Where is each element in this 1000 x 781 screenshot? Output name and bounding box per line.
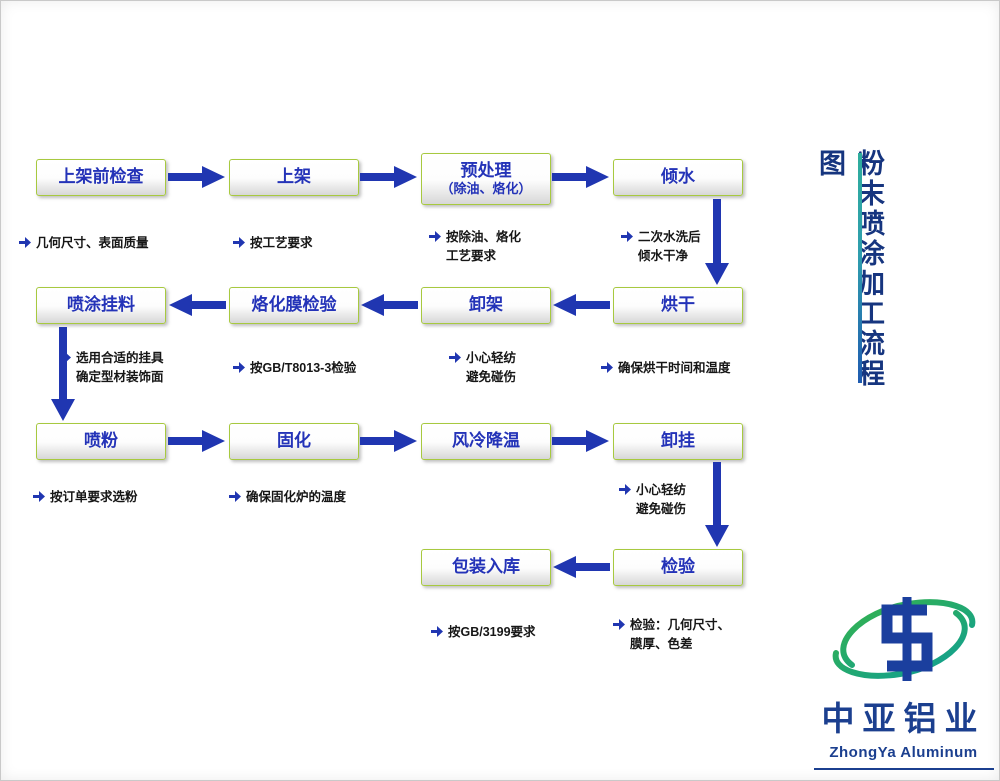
arrow-down-icon <box>705 199 729 285</box>
arrow-right-icon <box>168 430 225 452</box>
arrow-right-icon <box>360 430 417 452</box>
flow-step-unhang: 卸挂 <box>613 423 743 460</box>
note-text: 按工艺要求 <box>250 236 313 250</box>
flow-step-rack-up: 上架 <box>229 159 359 196</box>
note-text: 按除油、烙化 工艺要求 <box>446 230 522 263</box>
note-arrow-icon <box>601 362 613 373</box>
note-powder: 按订单要求选粉 <box>33 488 138 507</box>
flow-step-powder: 喷粉 <box>36 423 166 460</box>
flow-step-label: 固化 <box>277 431 311 451</box>
note-arrow-icon <box>429 231 441 242</box>
flow-step-label: 预处理 <box>460 160 512 180</box>
zhongya-logo-icon <box>832 597 975 681</box>
flow-step-cure: 固化 <box>229 423 359 460</box>
flow-step-label: 检验 <box>661 557 695 577</box>
note-rack-up: 按工艺要求 <box>233 234 313 253</box>
flow-step-air-cool: 风冷降温 <box>421 423 551 460</box>
arrow-right-icon <box>168 166 225 188</box>
note-arrow-icon <box>233 362 245 373</box>
note-text: 确保固化炉的温度 <box>246 490 347 504</box>
note-pretreat: 按除油、烙化 工艺要求 <box>429 228 521 266</box>
note-text: 按GB/T8013-3检验 <box>250 361 357 375</box>
note-text: 小心轻纺 避免碰伤 <box>466 351 517 384</box>
note-inspect: 检验：几何尺寸、 膜厚、色差 <box>613 616 730 654</box>
flow-step-pack: 包装入库 <box>421 549 551 586</box>
flow-step-label: 倾水 <box>661 167 695 187</box>
note-text: 选用合适的挂具 确定型材装饰面 <box>76 351 164 384</box>
note-arrow-icon <box>33 491 45 502</box>
company-logo: 中亚铝业 ZhongYa Aluminum <box>801 591 999 770</box>
flow-step-label: 烘干 <box>661 295 695 315</box>
note-text: 按GB/3199要求 <box>448 625 536 639</box>
page-title: 粉末喷涂加工流程图 <box>815 149 884 389</box>
flow-step-unrack: 卸架 <box>421 287 551 324</box>
note-text: 小心轻纺 避免碰伤 <box>636 483 687 516</box>
note-arrow-icon <box>229 491 241 502</box>
flow-step-hang: 喷涂挂料 <box>36 287 166 324</box>
arrow-left-icon <box>361 294 418 316</box>
note-text: 按订单要求选粉 <box>50 490 138 504</box>
arrow-right-icon <box>552 166 609 188</box>
arrow-down-icon <box>51 327 75 421</box>
note-arrow-icon <box>619 484 631 495</box>
flow-step-label: 上架前检查 <box>58 167 144 187</box>
flow-step-label: 喷粉 <box>84 431 118 451</box>
note-arrow-icon <box>431 626 443 637</box>
flow-step-label: 卸架 <box>469 295 503 315</box>
flow-step-label: 上架 <box>277 167 311 187</box>
arrow-left-icon <box>169 294 226 316</box>
note-hang: 选用合适的挂具 确定型材装饰面 <box>59 349 164 387</box>
arrow-left-icon <box>553 294 610 316</box>
note-text: 几何尺寸、表面质量 <box>36 236 149 250</box>
note-text: 确保烘干时间和温度 <box>618 361 731 375</box>
arrow-right-icon <box>552 430 609 452</box>
arrow-left-icon <box>553 556 610 578</box>
flow-step-label: 烙化膜检验 <box>251 295 337 315</box>
note-arrow-icon <box>233 237 245 248</box>
flow-step-label: 包装入库 <box>452 557 520 577</box>
note-text: 检验：几何尺寸、 膜厚、色差 <box>630 618 731 651</box>
arrow-right-icon <box>360 166 417 188</box>
title-accent-line <box>858 153 862 383</box>
note-arrow-icon <box>613 619 625 630</box>
note-arrow-icon <box>449 352 461 363</box>
note-dry: 确保烘干时间和温度 <box>601 359 731 378</box>
flow-step-pour-water: 倾水 <box>613 159 743 196</box>
flow-step-sublabel: （除油、烙化） <box>440 181 532 197</box>
flow-step-pretreat: 预处理 （除油、烙化） <box>421 153 551 205</box>
note-film-inspect: 按GB/T8013-3检验 <box>233 359 356 378</box>
logo-underline <box>813 768 994 770</box>
flow-step-check-before: 上架前检查 <box>36 159 166 196</box>
note-pour-water: 二次水洗后 倾水干净 <box>621 228 701 266</box>
note-unhang: 小心轻纺 避免碰伤 <box>619 481 686 519</box>
note-cure: 确保固化炉的温度 <box>229 488 346 507</box>
note-arrow-icon <box>621 231 633 242</box>
flow-step-film-inspect: 烙化膜检验 <box>229 287 359 324</box>
note-unrack: 小心轻纺 避免碰伤 <box>449 349 516 387</box>
flow-step-label: 卸挂 <box>661 431 695 451</box>
note-text: 二次水洗后 倾水干净 <box>638 230 701 263</box>
arrow-down-icon <box>705 462 729 547</box>
flow-step-dry: 烘干 <box>613 287 743 324</box>
note-pack: 按GB/3199要求 <box>431 623 536 642</box>
note-arrow-icon <box>19 237 31 248</box>
logo-chinese-name: 中亚铝业 <box>821 700 986 737</box>
logo-english-name: ZhongYa Aluminum <box>829 744 978 761</box>
note-check-before: 几何尺寸、表面质量 <box>19 234 149 253</box>
flow-step-label: 喷涂挂料 <box>67 295 135 315</box>
flow-step-inspect: 检验 <box>613 549 743 586</box>
flow-step-label: 风冷降温 <box>452 431 520 451</box>
